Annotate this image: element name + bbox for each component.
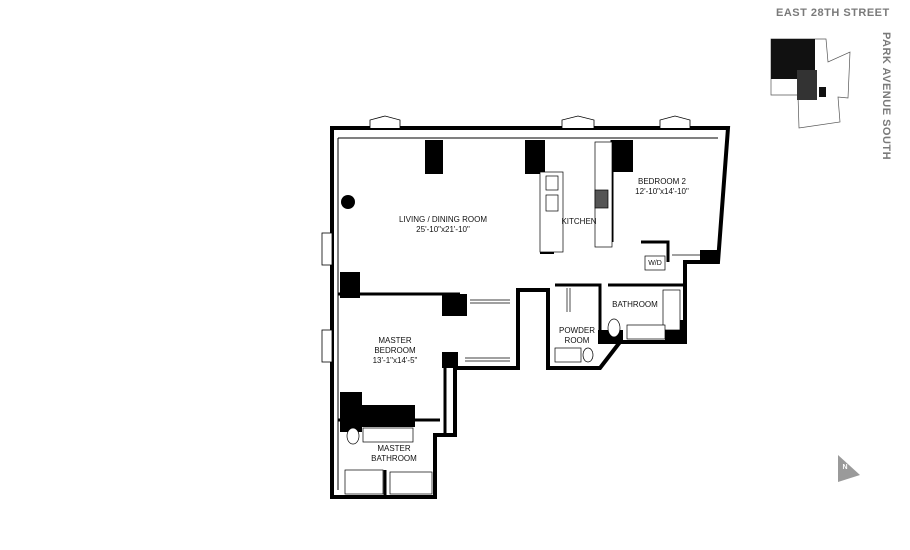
shower: [344, 469, 384, 495]
window-units: [321, 115, 691, 363]
room-master-bedroom: MASTER BEDROOM 13'-1"x14'-5": [370, 336, 420, 366]
north-arrow-icon: [838, 455, 860, 482]
room-name: MASTER BEDROOM: [374, 336, 416, 355]
north-label: N: [842, 464, 848, 471]
room-bathroom: BATHROOM: [612, 300, 658, 309]
room-name: BEDROOM 2: [637, 177, 686, 186]
closets: [465, 254, 712, 362]
vanity: [626, 324, 666, 340]
key-plan: [770, 38, 851, 129]
street-label-park-avenue-south: PARK AVENUE SOUTH: [880, 32, 892, 161]
room-size: 12'-10"x14'-10": [635, 187, 689, 196]
room-wd: W/D: [648, 260, 662, 267]
bathroom-fixtures: [344, 255, 681, 495]
powder-vanity: [554, 347, 582, 363]
structural-columns: [340, 140, 718, 432]
kitchen-counters: [539, 141, 613, 253]
washer-dryer: [644, 255, 666, 271]
room-size: 25'-10"x21'-10": [416, 225, 470, 234]
room-name: LIVING / DINING ROOM: [398, 215, 488, 224]
room-kitchen: KITCHEN: [561, 217, 597, 226]
room-size: 13'-1"x14'-5": [372, 356, 418, 365]
toilet: [607, 318, 621, 338]
master-toilet: [346, 427, 360, 445]
master-tub: [389, 471, 433, 495]
room-bedroom-2: BEDROOM 2 12'-10"x14'-10": [635, 177, 689, 197]
room-powder-room: POWDER ROOM: [559, 326, 595, 345]
bathtub: [662, 289, 681, 331]
street-label-east-28th: EAST 28TH STREET: [776, 7, 890, 19]
double-vanity: [362, 427, 414, 443]
powder-toilet: [582, 347, 594, 363]
room-living-dining: LIVING / DINING ROOM 25'-10"x21'-10": [399, 215, 487, 235]
exterior-walls: [330, 126, 731, 499]
room-master-bathroom: MASTER BATHROOM: [371, 444, 417, 463]
